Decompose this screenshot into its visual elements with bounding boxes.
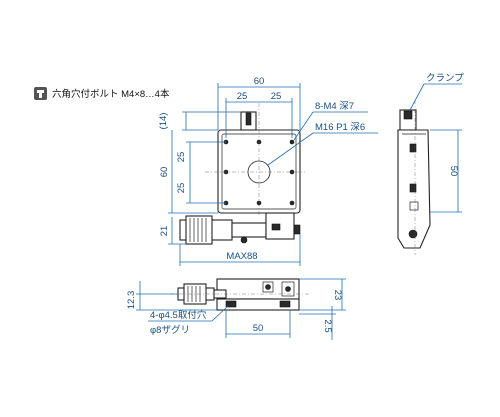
callout-center-hole: M16 P1 深6 [315,122,365,133]
dim-axis-12-3: 12.3 [126,291,137,310]
dim-micrometer-21: 21 [159,226,170,237]
hex-bolt-icon [34,87,47,100]
callout-counterbore: φ8ザグリ [150,324,190,336]
dim-base-2-5: 2.5 [322,319,333,332]
dim-height-60: 60 [159,167,170,178]
dim-upper-25: 25 [176,152,187,163]
front-view: 12.3 23 2.5 50 4-φ4.5取付穴 φ8ザグリ [126,278,346,340]
dim-half-right: 25 [271,91,282,102]
callout-mount-holes: 4-φ4.5取付穴 [150,309,207,321]
dim-front-50: 50 [253,323,264,334]
dim-offset-14: (14) [158,113,169,130]
dim-side-50: 50 [448,166,459,177]
label-clamp: クランプ [426,73,464,84]
callout-tapped-holes: 8-M4 深7 [315,101,354,112]
legend-text: 六角穴付ボルト M4×8…4本 [52,88,170,100]
dim-width-60: 60 [254,76,265,87]
front-base [216,298,300,311]
dim-overall-23: 23 [332,290,343,301]
dim-lower-25: 25 [176,183,187,194]
dim-half-left: 25 [237,91,248,102]
top-view: 60 25 25 (14) 60 25 25 21 MAX88 8- [158,76,378,266]
side-view: クランプ 50 [397,73,464,255]
legend: 六角穴付ボルト M4×8…4本 [34,87,170,100]
dim-max88: MAX88 [226,251,257,262]
micrometer-head [179,212,301,245]
